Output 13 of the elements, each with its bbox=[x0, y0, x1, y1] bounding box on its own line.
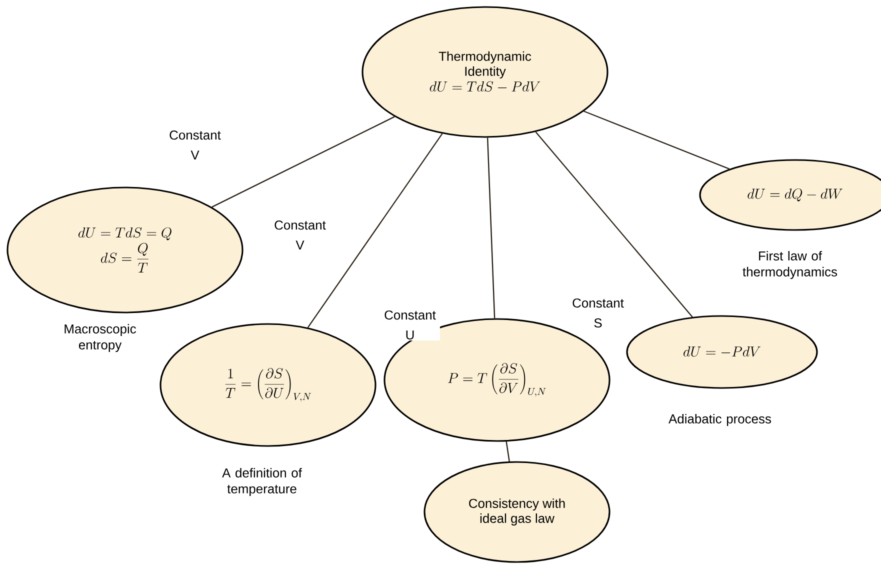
connector-line bbox=[506, 441, 510, 462]
caption-text: Adiabatic process bbox=[668, 414, 771, 426]
caption-text: Macroscopic entropy bbox=[64, 324, 136, 352]
connector-line bbox=[212, 116, 395, 208]
edge-label: Constant V bbox=[270, 220, 330, 250]
connector-line bbox=[535, 132, 693, 318]
connector-line bbox=[307, 133, 443, 328]
caption-text: A definition of temperature bbox=[222, 468, 302, 496]
edge-label: Constant U bbox=[380, 309, 440, 341]
edge-label: Constant V bbox=[165, 130, 225, 160]
caption-text: First law of thermodynamics bbox=[742, 250, 838, 279]
connector-line bbox=[486, 138, 496, 318]
connector-line bbox=[584, 110, 730, 170]
